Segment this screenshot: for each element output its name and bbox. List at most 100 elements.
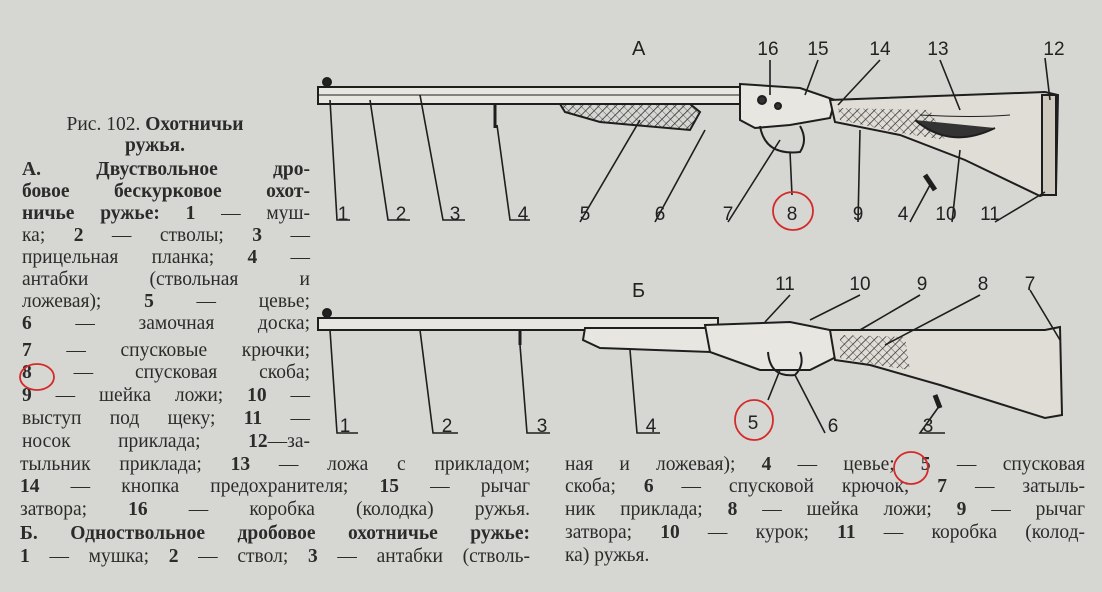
caption-line: затвора; 10 — курок; 11 — коробка (колод… xyxy=(565,522,1085,544)
caption-segment: 11 xyxy=(243,408,263,429)
caption-segment: ная и ложевая); xyxy=(565,454,762,475)
gun-a-forearm xyxy=(558,103,702,132)
caption-segment: ка; xyxy=(22,225,74,246)
part-label: 11 xyxy=(980,204,1000,225)
caption-segment: — муш- xyxy=(195,203,310,224)
caption-segment: 13 xyxy=(230,454,251,475)
part-label: 9 xyxy=(853,204,864,225)
caption-line: 6 — замочная доска; xyxy=(22,313,310,335)
caption-segment: ка) ружья. xyxy=(565,545,650,566)
caption-segment: антабки (ствольная и xyxy=(22,269,310,290)
part-label: 7 xyxy=(1025,274,1036,295)
part-label: 3 xyxy=(923,416,934,437)
caption-segment: ничье ружье: 1 xyxy=(22,203,196,224)
caption-segment: бовое бескурковое охот- xyxy=(22,181,310,202)
annotation-circle-a8 xyxy=(772,191,814,231)
caption-segment: ложевая); xyxy=(22,291,145,312)
part-label: 8 xyxy=(978,274,989,295)
part-label: 6 xyxy=(828,416,839,437)
caption-line: выступ под щеку; 11 — xyxy=(22,408,310,430)
part-label: 6 xyxy=(655,204,666,225)
caption-segment: — затыль- xyxy=(947,476,1085,497)
caption-segment: — коробка (колод- xyxy=(855,522,1085,543)
caption-segment: 10 xyxy=(247,385,267,406)
caption-segment: ник приклада; xyxy=(565,499,728,520)
part-label: 2 xyxy=(442,416,453,437)
gun-a-front-sight xyxy=(322,77,332,87)
gun-a-stock xyxy=(828,90,1060,198)
part-label: 14 xyxy=(869,39,891,60)
caption-segment: тыльник приклада; xyxy=(20,454,231,475)
caption-segment: — цевье; xyxy=(771,454,921,475)
caption-segment: — xyxy=(266,385,311,406)
caption-segment: — замочная доска; xyxy=(31,313,310,334)
caption-line: прицельная планка; 4 — xyxy=(22,247,310,269)
caption-segment: — рычаг xyxy=(398,476,530,497)
part-label: 4 xyxy=(646,416,657,437)
gun-b-drawing xyxy=(317,308,1064,420)
part-label: 11 xyxy=(775,274,795,295)
caption-segment: Рис. 102. xyxy=(66,114,146,135)
caption-line: ная и ложевая); 4 — цевье; 5 — спусковая xyxy=(565,454,1085,476)
caption-line: 9 — шейка ложи; 10 — xyxy=(22,385,310,407)
caption-line: ничье ружье: 1 — муш- xyxy=(22,203,310,225)
gun-a-drawing xyxy=(317,77,1060,198)
caption-line: Б. Одноствольное дробовое охотничье ружь… xyxy=(20,523,530,545)
caption-segment: 4 xyxy=(761,454,772,475)
caption-segment: — рычаг xyxy=(966,499,1085,520)
caption-segment: 6 xyxy=(643,476,654,497)
caption-segment: 2 xyxy=(168,546,179,567)
caption-line: 14 — кнопка предохранителя; 15 — рычаг xyxy=(20,476,530,498)
part-label: 3 xyxy=(537,416,548,437)
annotation-circle-b5 xyxy=(734,399,774,441)
caption-line: бовое бескурковое охот- xyxy=(22,181,310,203)
caption-line: Рис. 102. Охотничьи xyxy=(40,114,270,136)
caption-segment: — кнопка предохранителя; xyxy=(39,476,380,497)
caption-segment: 6 xyxy=(22,313,32,334)
caption-segment: — спусковая скоба; xyxy=(31,362,310,383)
part-label: 13 xyxy=(927,39,948,60)
caption-segment: Б. Одноствольное дробовое охотничье ружь… xyxy=(20,523,530,544)
caption-segment: — антабки (стволь- xyxy=(317,546,530,567)
gun-a-receiver xyxy=(739,82,837,130)
caption-segment: — стволы; xyxy=(83,225,253,246)
caption-segment: 7 xyxy=(22,340,32,361)
gun-b-title: Б xyxy=(632,280,645,302)
caption-line: ка) ружья. xyxy=(565,545,1085,567)
caption-segment: А. Двуствольное дро- xyxy=(22,159,310,180)
gun-a-trigger-guard xyxy=(759,125,805,154)
caption-segment: Охотничьи xyxy=(145,114,244,135)
caption-segment: — xyxy=(262,225,310,246)
caption-segment: 9 xyxy=(956,499,967,520)
caption-segment: 16 xyxy=(128,499,148,520)
caption-line: 8 — спусковая скоба; xyxy=(22,362,310,384)
caption-line: ружья. xyxy=(40,135,270,157)
caption-segment: — курок; xyxy=(679,522,838,543)
caption-line: антабки (ствольная и xyxy=(22,269,310,291)
annotation-circle-text-8 xyxy=(19,363,55,391)
caption-segment: 1 xyxy=(20,546,30,567)
caption-segment: — xyxy=(257,247,311,268)
caption-segment: 3 xyxy=(307,546,318,567)
caption-segment: 8 xyxy=(22,362,32,383)
caption-segment: выступ под щеку; xyxy=(22,408,244,429)
annotation-circle-text-5 xyxy=(893,451,929,485)
caption-line: носок приклада; 12—за- xyxy=(22,431,310,453)
caption-segment: 12 xyxy=(248,431,268,452)
red-annotation-circles xyxy=(19,191,929,485)
caption-segment: —за- xyxy=(267,431,310,452)
caption-segment: 15 xyxy=(379,476,399,497)
caption-line: затвора; 16 — коробка (колодка) ружья. xyxy=(20,499,530,521)
caption-segment: затвора; xyxy=(20,499,129,520)
caption-segment: 7 xyxy=(937,476,948,497)
part-label: 4 xyxy=(898,204,909,225)
part-label: 2 xyxy=(396,204,407,225)
caption-line: скоба; 6 — спусковой крючок; 7 — затыль- xyxy=(565,476,1085,498)
caption-segment: 11 xyxy=(837,522,856,543)
caption-segment: скоба; xyxy=(565,476,644,497)
caption-segment: ружья. xyxy=(125,135,185,156)
caption-segment: — шейка ложи; xyxy=(737,499,957,520)
caption-segment: 5 xyxy=(144,291,154,312)
caption-segment: 8 xyxy=(727,499,738,520)
